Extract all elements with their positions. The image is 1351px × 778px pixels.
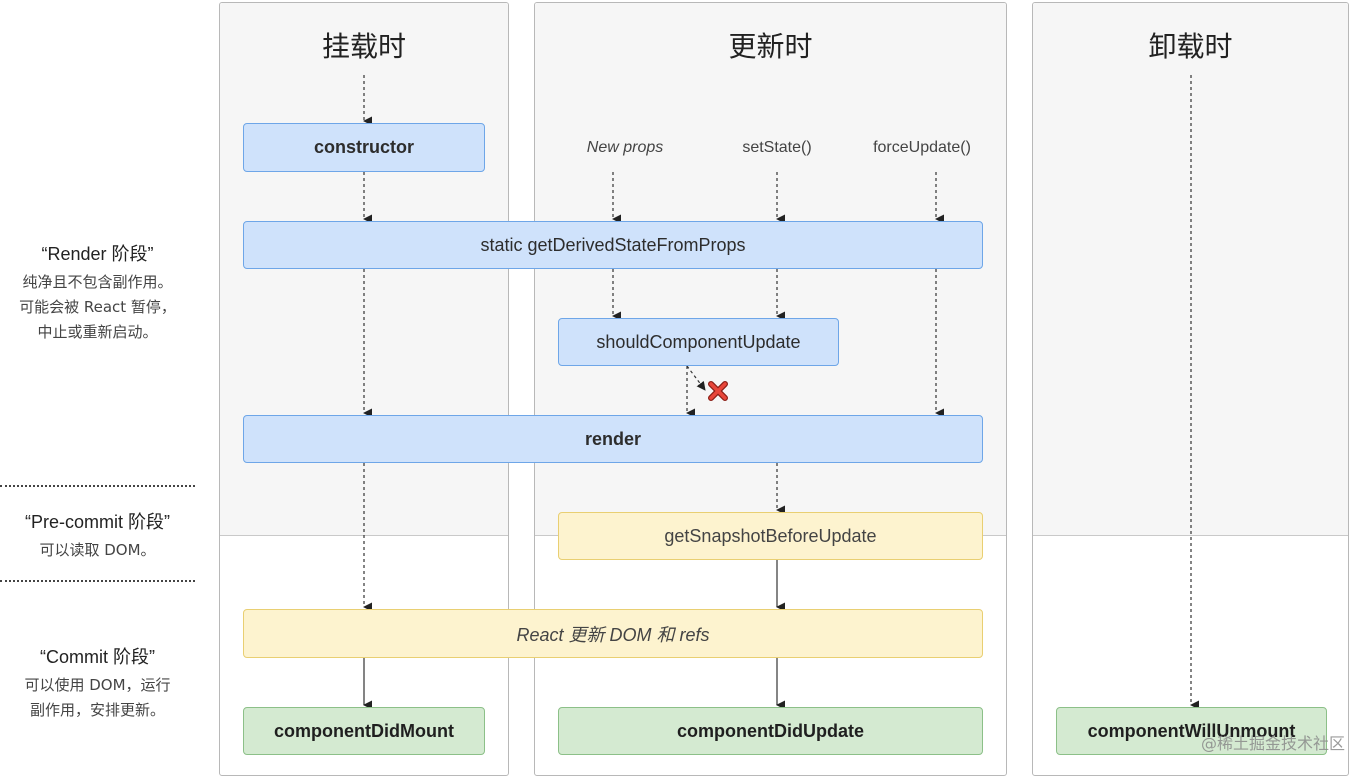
update-column: 更新时 [534,2,1007,776]
react-update-dom-box: React 更新 DOM 和 refs [243,609,983,658]
render-stage-label: “Render 阶段” 纯净且不包含副作用。 可能会被 React 暂停， 中止… [0,240,195,345]
stage-divider-2 [0,580,195,582]
commit-stage-desc-1: 可以使用 DOM，运行 [24,676,171,694]
precommit-stage-label: “Pre-commit 阶段” 可以读取 DOM。 [0,508,195,563]
render-box: render [243,415,983,463]
unmount-render-area [1033,3,1348,535]
commit-stage-label: “Commit 阶段” 可以使用 DOM，运行 副作用，安排更新。 [0,643,195,723]
commit-stage-desc-2: 副作用，安排更新。 [29,701,165,719]
stage-divider-1 [0,485,195,487]
constructor-box: constructor [243,123,485,172]
unmount-stage-rule [1033,535,1348,536]
update-column-title: 更新时 [728,30,813,63]
trigger-set-state: setState() [742,139,812,156]
will-unmount-box: componentWillUnmount [1056,707,1327,755]
watermark: @稀土掘金技术社区 [1200,734,1345,753]
mount-column: 挂载时 [219,2,509,776]
render-stage-title: “Render 阶段” [41,244,154,264]
mount-column-title: 挂载时 [321,30,406,63]
unmount-column: 卸载时 [1032,2,1349,776]
unmount-column-title: 卸载时 [1148,30,1233,63]
render-stage-desc-3: 中止或重新启动。 [37,323,158,341]
should-update-box: shouldComponentUpdate [558,318,839,366]
trigger-new-props: New props [586,139,664,156]
mount-stage-rule [220,535,508,536]
get-derived-state-box: static getDerivedStateFromProps [243,221,983,269]
did-update-box: componentDidUpdate [558,707,983,755]
did-mount-box: componentDidMount [243,707,485,755]
render-stage-desc-2: 可能会被 React 暂停， [19,298,176,316]
trigger-force-update: forceUpdate() [873,139,971,156]
get-snapshot-box: getSnapshotBeforeUpdate [558,512,983,560]
commit-stage-title: “Commit 阶段” [40,647,155,667]
render-stage-desc-1: 纯净且不包含副作用。 [22,273,173,291]
precommit-stage-title: “Pre-commit 阶段” [25,512,170,532]
precommit-stage-desc-1: 可以读取 DOM。 [39,541,156,559]
